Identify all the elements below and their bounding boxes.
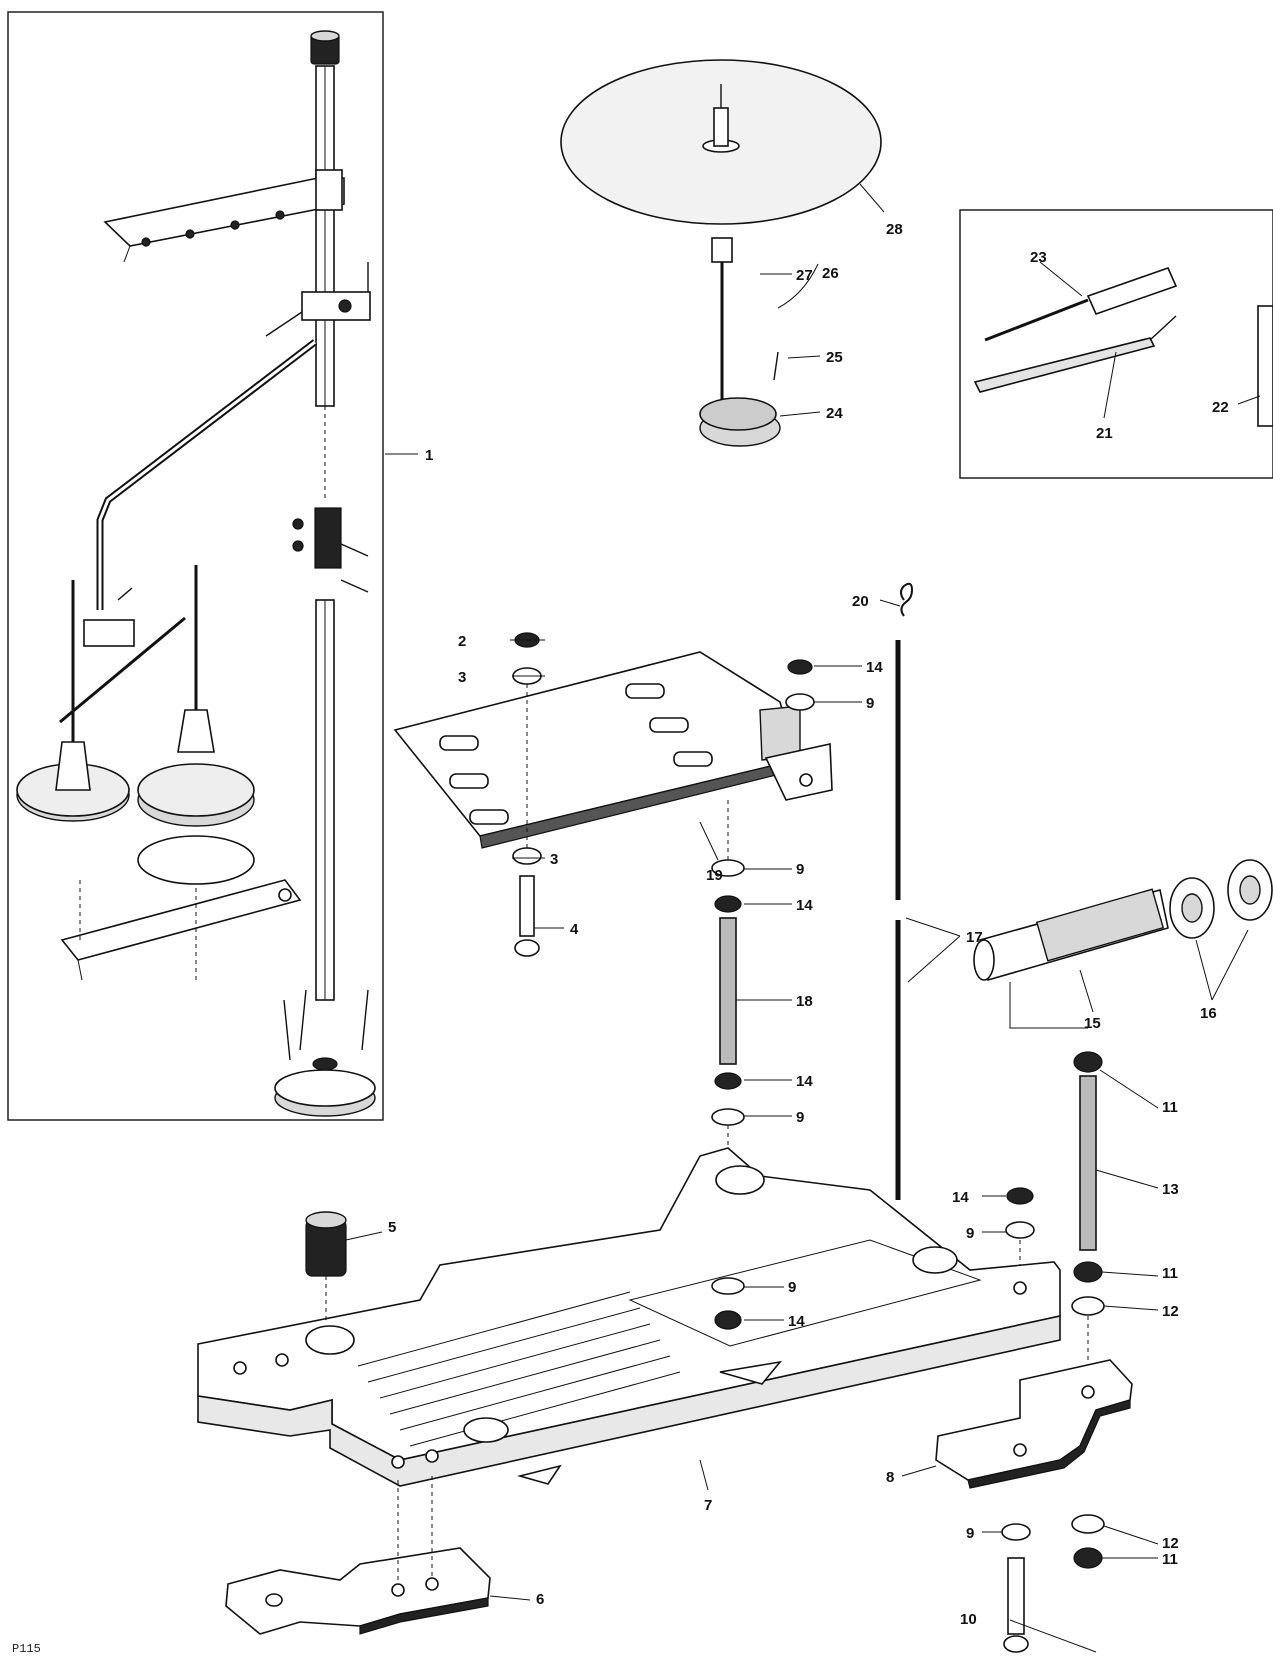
callout-14d: 14 (788, 1313, 805, 1330)
callout-1: 1 (425, 447, 433, 464)
callout-10: 10 (960, 1611, 977, 1628)
tools-panel (959, 209, 1273, 479)
callout-22: 22 (1212, 399, 1229, 416)
callout-11a: 11 (1162, 1099, 1178, 1116)
right-foot-bracket (935, 1359, 1133, 1653)
chain-assembly (895, 582, 914, 1200)
callout-9e: 9 (966, 1225, 974, 1242)
callout-26: 26 (822, 265, 839, 282)
callout-6: 6 (536, 1591, 544, 1608)
callout-28: 28 (886, 221, 903, 238)
callout-20: 20 (852, 593, 869, 610)
callout-labels: 1 2 3 3 4 5 6 7 8 9 9 9 9 9 9 10 11 11 1… (12, 221, 1229, 1656)
callout-9f: 9 (966, 1525, 974, 1542)
callout-21: 21 (1096, 425, 1113, 442)
callout-24: 24 (826, 405, 843, 422)
page-code: P115 (12, 1642, 41, 1656)
callout-25: 25 (826, 349, 843, 366)
callout-11b: 11 (1162, 1265, 1178, 1282)
callout-8: 8 (886, 1469, 894, 1486)
mounting-plate (393, 632, 833, 957)
thread-stand-panel (7, 11, 384, 1121)
callout-5: 5 (388, 1219, 396, 1236)
callout-14a: 14 (866, 659, 883, 676)
callout-23: 23 (1030, 249, 1047, 266)
thread-stand-assembly (16, 30, 376, 1117)
callout-12a: 12 (1162, 1303, 1179, 1320)
callout-7: 7 (704, 1497, 712, 1514)
callout-9d: 9 (788, 1279, 796, 1296)
callout-9c: 9 (796, 1109, 804, 1126)
callout-12b: 12 (1162, 1535, 1179, 1552)
callout-11c: 11 (1162, 1551, 1178, 1568)
callout-15: 15 (1084, 1015, 1101, 1032)
tools-group (973, 267, 1273, 427)
callout-16: 16 (1200, 1005, 1217, 1022)
callout-27: 27 (796, 267, 813, 284)
callout-14c: 14 (796, 1073, 813, 1090)
adapter-assembly (973, 859, 1273, 1380)
leader-lines (345, 183, 1261, 1653)
thread-holder-disc (560, 59, 882, 447)
callout-14b: 14 (796, 897, 813, 914)
callout-2: 2 (458, 633, 466, 650)
callout-9b: 9 (866, 695, 874, 712)
callout-17: 17 (966, 929, 983, 946)
callout-18: 18 (796, 993, 813, 1010)
callout-9a: 9 (796, 861, 804, 878)
callout-19: 19 (706, 867, 723, 884)
left-foot-bracket (225, 1476, 491, 1635)
main-base (197, 1147, 1061, 1487)
callout-14e: 14 (952, 1189, 969, 1206)
callout-3a: 3 (458, 669, 466, 686)
callout-3b: 3 (550, 851, 558, 868)
threaded-post-stack (711, 800, 745, 1160)
callout-4: 4 (570, 921, 579, 938)
callout-13: 13 (1162, 1181, 1179, 1198)
